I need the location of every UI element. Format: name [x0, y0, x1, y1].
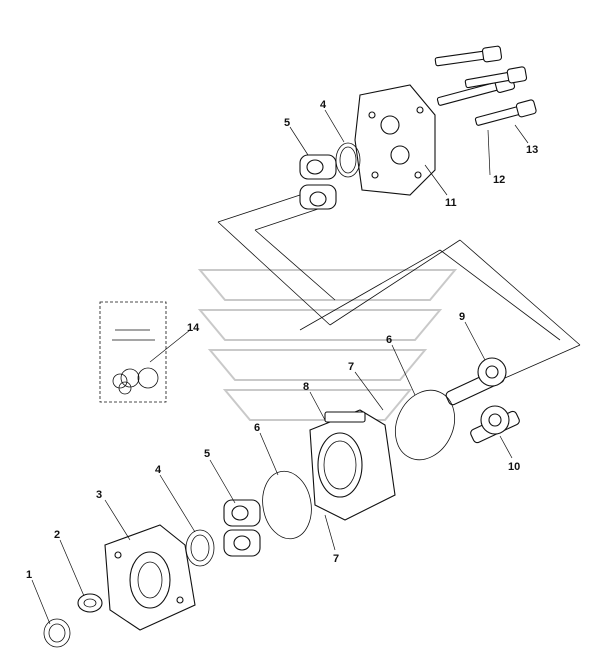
pump-body [309, 409, 396, 521]
body-gasket-left [262, 470, 312, 540]
callout-9: 9 [459, 311, 465, 323]
snap-ring [43, 618, 71, 648]
callout-labels: 1 2 3 4 4 5 5 6 6 7 7 8 9 10 11 12 13 14 [26, 99, 538, 581]
callout-10: 10 [508, 461, 520, 473]
callout-4-upper: 4 [320, 99, 327, 111]
callout-1: 1 [26, 569, 32, 581]
callout-5-upper: 5 [284, 117, 290, 129]
callout-6-left: 6 [254, 422, 260, 434]
body-gasket-right [395, 389, 455, 461]
assembly-lines [217, 194, 581, 401]
upper-bushings [299, 154, 337, 210]
leader-lines [31, 109, 529, 625]
callout-3: 3 [96, 489, 102, 501]
drive-gear-shaft [445, 357, 507, 406]
callout-13: 13 [526, 144, 538, 156]
callout-7-upper: 7 [348, 361, 354, 373]
idler-gear-shaft [470, 405, 520, 444]
callout-2: 2 [54, 529, 60, 541]
rear-cover [354, 84, 436, 196]
watermark-logo [197, 269, 458, 421]
callout-12: 12 [493, 174, 505, 186]
callout-7-lower: 7 [333, 553, 339, 565]
callout-11: 11 [445, 197, 457, 209]
lower-seal-ring [185, 529, 215, 567]
callout-5-lower: 5 [204, 448, 210, 460]
upper-seal-ring [335, 142, 361, 178]
lower-bushings [223, 499, 261, 557]
callout-4-lower: 4 [155, 464, 162, 476]
front-cover [104, 524, 196, 631]
bolt-set [434, 45, 537, 126]
callout-14: 14 [187, 322, 200, 334]
callout-8: 8 [303, 381, 309, 393]
shaft-seal [77, 593, 103, 613]
seal-kit-bag [99, 301, 167, 403]
callout-6-right: 6 [386, 334, 392, 346]
